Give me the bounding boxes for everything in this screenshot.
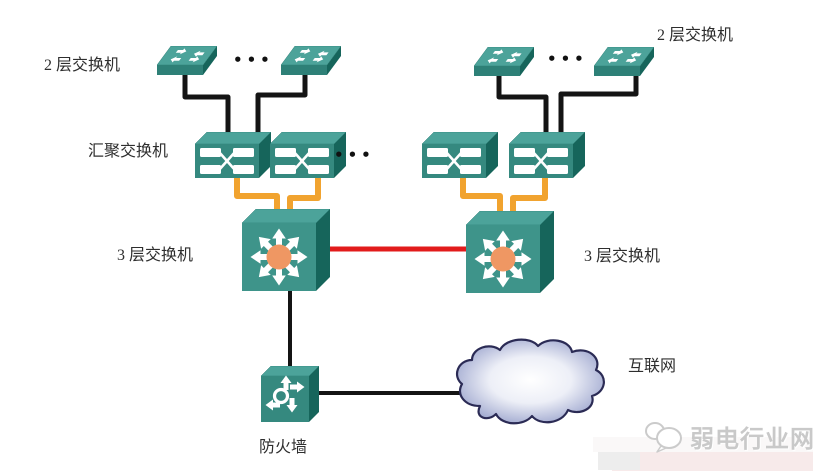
layer2-switch-1 <box>157 46 217 76</box>
label-aggregation: 汇聚交换机 <box>88 143 169 160</box>
watermark: 弱电行业网 <box>643 419 813 454</box>
aggregation-switch-4 <box>509 132 585 180</box>
cable-l2-1-to-agg-1 <box>182 74 231 150</box>
aggregation-switch-3 <box>422 132 498 180</box>
ellipsis-dots-left: ••• <box>233 51 274 69</box>
label-layer2-left: 2 层交换机 <box>44 57 121 74</box>
watermark-artifact <box>612 452 813 471</box>
aggregation-switch-icon <box>195 132 271 180</box>
chat-bubbles-icon <box>645 421 682 453</box>
aggregation-switch-icon <box>509 132 585 180</box>
label-layer3-left: 3 层交换机 <box>117 247 194 264</box>
label-layer3-right: 3 层交换机 <box>584 248 661 265</box>
internet-cloud <box>450 336 610 434</box>
watermark-artifact <box>598 452 640 470</box>
layer2-switch-3 <box>474 47 534 77</box>
ellipsis-dots-right: ••• <box>547 50 588 68</box>
aggregation-switch-1 <box>195 132 271 180</box>
label-layer2-right: 2 层交换机 <box>657 27 734 44</box>
label-firewall: 防火墙 <box>259 439 308 456</box>
label-internet: 互联网 <box>628 358 677 375</box>
cable-l2-2-to-agg-1 <box>255 74 308 150</box>
layer3-switch-1 <box>242 209 330 291</box>
cloud-icon <box>450 336 610 434</box>
layer2-switch-4 <box>594 47 654 77</box>
layer3-switch-icon <box>466 211 554 293</box>
layer2-switch-icon <box>474 47 534 77</box>
layer2-switch-icon <box>594 47 654 77</box>
watermark-artifact <box>593 437 813 452</box>
cable-l2-3-to-agg-4 <box>496 75 549 150</box>
aggregation-switch-icon <box>422 132 498 180</box>
layer3-switch-icon <box>242 209 330 291</box>
watermark-text: 弱电行业网 <box>690 426 813 453</box>
firewall-device <box>261 366 319 422</box>
layer2-switch-icon <box>281 46 341 76</box>
ellipsis-dots-aggregation: ••• <box>334 146 375 164</box>
layer2-switch-icon <box>157 46 217 76</box>
cable-l2-4-to-agg-4 <box>558 74 639 150</box>
layer3-switch-2 <box>466 211 554 293</box>
firewall-icon <box>261 366 319 422</box>
layer2-switch-2 <box>281 46 341 76</box>
